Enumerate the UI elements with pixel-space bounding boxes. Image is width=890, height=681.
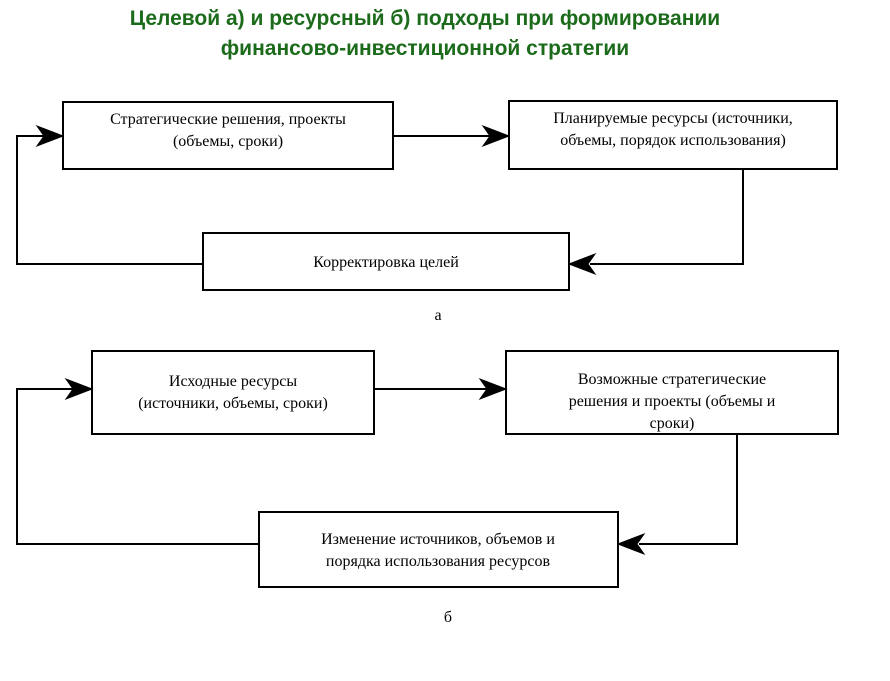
box-initial-resources-line-2: (источники, объемы, сроки)	[138, 395, 328, 412]
box-planned-resources-line-1: Планируемые ресурсы (источники,	[553, 110, 793, 127]
connector-a-3-1	[16, 135, 203, 265]
box-planned-resources-line-2: объемы, порядок использования)	[560, 132, 786, 149]
diagram-a: Стратегические решения, проекты (объемы,…	[16, 100, 838, 324]
box-change-sources	[258, 511, 619, 588]
title-line-2: финансово-инвестиционной стратегии	[220, 37, 630, 60]
box-change-sources-line-1: Изменение источников, объемов и	[321, 531, 555, 548]
box-initial-resources	[91, 350, 375, 435]
arrow-a-3-1	[35, 124, 65, 148]
title-line-1: Целевой а) и ресурсный б) подходы при фо…	[129, 7, 721, 30]
caption-b: б	[444, 609, 452, 626]
arrow-b-1-2	[478, 377, 508, 401]
connector-a-2-3	[590, 169, 744, 265]
box-strategic-decisions-line-2: (объемы, сроки)	[173, 133, 283, 150]
box-planned-resources	[508, 100, 838, 170]
arrow-b-3-1	[64, 377, 94, 401]
box-possible-decisions-line-2: решения и проекты (объемы и	[569, 393, 776, 410]
diagram-b: Исходные ресурсы (источники, объемы, сро…	[16, 350, 839, 626]
box-strategic-decisions-line-1: Стратегические решения, проекты	[110, 111, 346, 128]
box-change-sources-line-2: порядка использования ресурсов	[326, 553, 551, 570]
box-possible-decisions	[505, 350, 839, 435]
box-strategic-decisions	[62, 101, 394, 170]
box-possible-decisions-line-3: сроки)	[650, 415, 695, 432]
arrow-a-2-3	[567, 252, 597, 276]
box-initial-resources-line-1: Исходные ресурсы	[169, 373, 297, 390]
box-goal-adjustment-line-1: Корректировка целей	[313, 254, 459, 271]
box-goal-adjustment	[202, 232, 570, 291]
page-title: Целевой а) и ресурсный б) подходы при фо…	[0, 4, 890, 64]
arrow-a-1-2	[481, 124, 511, 148]
arrow-b-2-3	[616, 532, 646, 556]
connector-b-3-1	[16, 388, 259, 545]
caption-a: а	[434, 307, 441, 324]
box-possible-decisions-line-1: Возможные стратегические	[578, 371, 766, 388]
connector-b-2-3	[639, 434, 738, 545]
